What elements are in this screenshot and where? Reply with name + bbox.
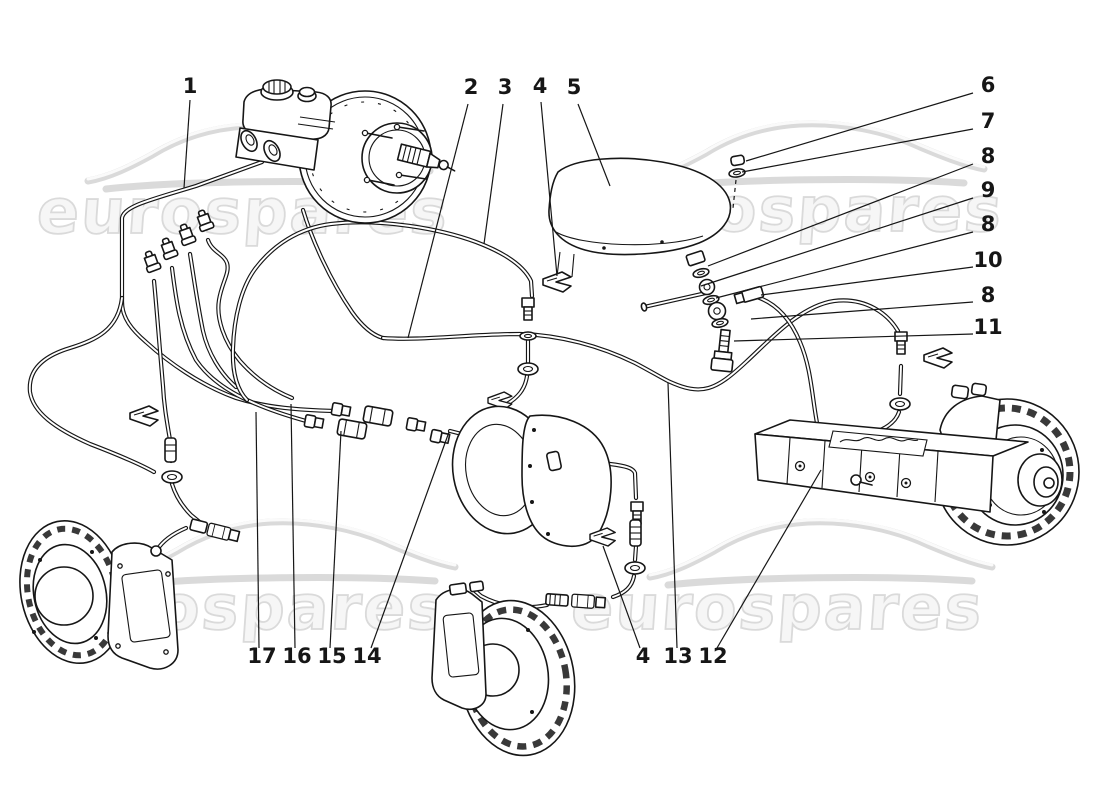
center-brake-disc-assembly [431, 580, 607, 757]
callout-8-label: 8 [981, 212, 996, 236]
pipe-end-fitting [140, 248, 163, 274]
callout-9-leader [700, 197, 974, 287]
callout-7-leader [741, 128, 974, 173]
callout-14-leader [370, 431, 450, 649]
differential-and-disc [451, 405, 646, 575]
flare-nut [303, 413, 325, 431]
callout-12-label: 12 [698, 644, 727, 668]
callout-8-label: 8 [981, 144, 996, 168]
callout-2-label: 2 [464, 75, 479, 99]
callout-8-leader [715, 231, 974, 299]
callout-12-leader [716, 469, 822, 649]
caliper-banjo [150, 545, 162, 557]
callout-8-label: 8 [981, 283, 996, 307]
callout-13-leader [667, 382, 678, 649]
center-drop-fitting [487, 297, 539, 410]
master-cylinder-body [235, 116, 336, 171]
grommet [624, 561, 646, 575]
callout-6-leader [745, 92, 974, 162]
left-flex-hose-fittings [189, 518, 241, 543]
washer-item8a [691, 266, 711, 280]
callout-3-leader [483, 103, 504, 245]
left-brake-disc-assembly [19, 405, 241, 670]
callout-1-leader [183, 99, 191, 189]
bolt-item11 [710, 328, 734, 373]
callout-17-leader [255, 411, 260, 649]
differential-housing [521, 414, 612, 547]
callout-17-label: 17 [247, 644, 276, 668]
watermark-layer: eurospares eurospares eurospares eurospa… [31, 122, 1007, 645]
callout-13-label: 13 [663, 644, 692, 668]
vacuum-tank [542, 157, 732, 293]
callout-8-leader [750, 301, 974, 320]
grommet [889, 397, 911, 411]
center-caliper [431, 580, 487, 710]
callout-16-label: 16 [282, 644, 311, 668]
grommet [517, 362, 539, 376]
callout-8-leader [707, 163, 974, 267]
hub [34, 566, 94, 626]
callout-14-label: 14 [352, 644, 381, 668]
master-cylinder-booster-assembly [235, 79, 456, 224]
callout-4-leader [602, 545, 641, 649]
callout-6-label: 6 [981, 73, 996, 97]
grommet [161, 470, 183, 484]
callout-11-label: 11 [973, 315, 1002, 339]
callout-15-leader [329, 430, 342, 649]
callout-3-label: 3 [498, 75, 513, 99]
callout-11-leader [733, 333, 974, 342]
flare-fitting [521, 297, 535, 321]
callout-4-label: 4 [533, 74, 548, 98]
rear-flare-fitting [894, 331, 908, 355]
callout-10-leader [760, 266, 974, 296]
callout-9-label: 9 [981, 178, 996, 202]
callout-5-label: 5 [567, 75, 582, 99]
center-flex-hose-fittings [544, 592, 607, 610]
booster-studs [361, 123, 427, 186]
watermark-text: eurospares [569, 571, 986, 644]
callout-10-label: 10 [973, 248, 1002, 272]
union-item15 [336, 417, 368, 441]
rear-axle-assembly [754, 331, 1080, 546]
fluid-reservoir [242, 79, 332, 140]
callout-4-label: 4 [636, 644, 651, 668]
callout-4-leader [540, 101, 558, 277]
callout-15-label: 15 [317, 644, 346, 668]
axle-housing [754, 419, 1029, 513]
left-caliper [107, 542, 179, 670]
flare-nut [405, 416, 427, 434]
callout-2-leader [407, 103, 469, 339]
cap-nut-item6 [730, 154, 746, 167]
booster-pushrod [396, 143, 456, 172]
flare-nut [330, 401, 352, 419]
callout-5-leader [577, 103, 611, 187]
pipe-bracket-right [923, 347, 953, 369]
callout-16-leader [290, 403, 296, 649]
lamborghini-script-badge [828, 430, 928, 457]
callout-1-label: 1 [183, 74, 198, 98]
callout-7-label: 7 [981, 109, 996, 133]
banjo-eye [707, 301, 727, 321]
union-item16 [362, 404, 394, 428]
right-caliper [939, 382, 1001, 443]
pipe-bracket-left [129, 405, 159, 427]
tank-outlet-nut [685, 250, 706, 267]
